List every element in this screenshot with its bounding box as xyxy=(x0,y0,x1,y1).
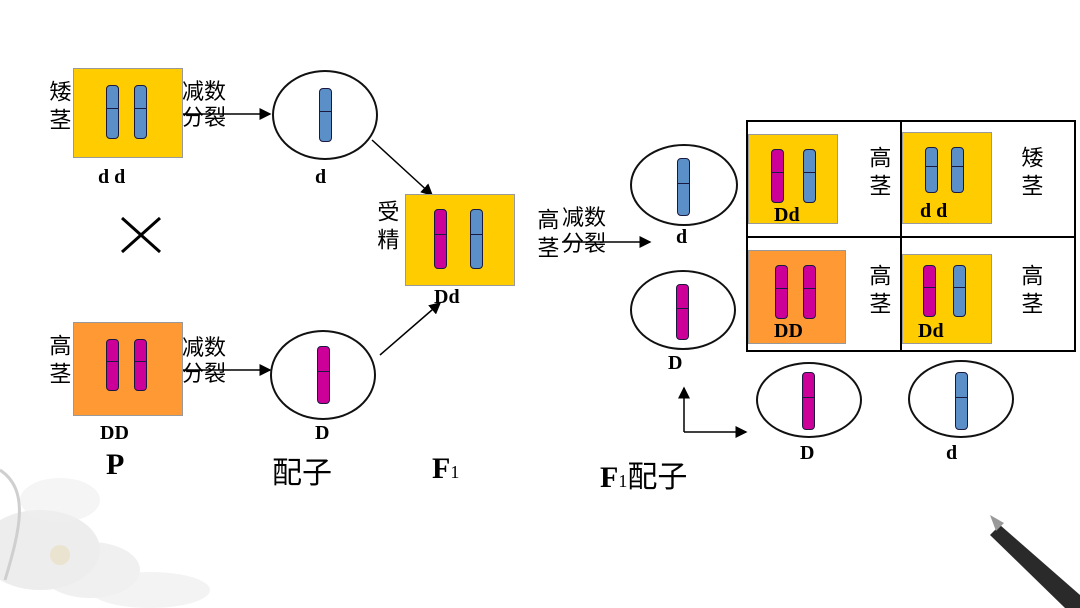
chromosome-D xyxy=(434,209,447,269)
parent-tall-phenotype: 高茎 xyxy=(44,334,71,390)
chromosome-d xyxy=(106,85,119,139)
label-f1-subscript: 1 xyxy=(450,462,460,482)
f1-gamete-label-d: d xyxy=(676,226,688,248)
punnett-square xyxy=(746,120,1076,352)
f1-box xyxy=(405,194,515,286)
label-f1-gamete-letter: F xyxy=(600,461,619,494)
label-p: P xyxy=(106,448,125,481)
punnett-cell-2-genotype: d d xyxy=(920,200,948,222)
cross-symbol-stroke-2 xyxy=(120,216,162,254)
pen-decoration xyxy=(990,515,1080,608)
parent-short-genotype: d d xyxy=(98,166,126,188)
arrow-gamete-d-to-f1 xyxy=(371,139,434,197)
f1-gamete-cell-D xyxy=(630,270,736,350)
chromosome-D xyxy=(134,339,147,391)
fertilization-label: 受精 xyxy=(373,200,399,256)
chromosome-D xyxy=(676,284,689,340)
punnett-cell-1-box xyxy=(748,134,838,224)
punnett-cell-3-phenotype: 高茎 xyxy=(865,264,891,320)
label-gamete: 配子 xyxy=(272,456,332,491)
f1-gamete-cell-d xyxy=(630,144,738,226)
f1-meiosis-label: 减数分裂 xyxy=(562,206,618,259)
chromosome-D xyxy=(771,149,784,203)
chromosome-D xyxy=(317,346,330,404)
parent-short-box xyxy=(73,68,183,158)
punnett-cell-4-box xyxy=(902,254,992,344)
label-f1-gamete-subscript: 1 xyxy=(618,471,628,491)
parent-tall-genotype: DD xyxy=(100,422,129,444)
chromosome-D xyxy=(923,265,936,317)
chromosome-D xyxy=(802,372,815,430)
meiosis-label-bottom: 减数分裂 xyxy=(182,336,238,389)
f1-gamete-label-D: D xyxy=(668,352,683,374)
chromosome-d xyxy=(803,149,816,203)
chromosome-d xyxy=(951,147,964,193)
chromosome-d xyxy=(677,158,690,216)
chromosome-D xyxy=(106,339,119,391)
arrow-gamete-D-to-f1 xyxy=(379,302,442,356)
f1-gamete-label-d-bottom: d xyxy=(946,442,958,464)
punnett-cell-4-genotype: Dd xyxy=(918,320,944,342)
punnett-cell-4-phenotype: 高茎 xyxy=(1017,264,1043,320)
chromosome-d xyxy=(953,265,966,317)
parent-tall-box xyxy=(73,322,183,416)
chromosome-D xyxy=(775,265,788,319)
f1-phenotype: 高茎 xyxy=(533,208,559,264)
f1-genotype: Dd xyxy=(434,286,460,308)
punnett-cell-1-genotype: Dd xyxy=(774,204,800,226)
meiosis-text: 减数分裂 xyxy=(182,80,227,132)
label-f1-gamete: F1配子 xyxy=(600,452,687,496)
chromosome-d xyxy=(925,147,938,193)
punnett-cell-3-box xyxy=(748,250,846,344)
meiosis-label-top: 减数分裂 xyxy=(182,80,238,133)
label-f1-gamete-word: 配子 xyxy=(627,460,688,495)
f1-gamete-label-D-bottom: D xyxy=(800,442,815,464)
gamete-label-d: d xyxy=(315,166,327,188)
punnett-cell-1-phenotype: 高茎 xyxy=(865,146,891,202)
f1-gamete-cell-d-bottom xyxy=(908,360,1014,438)
parent-short-phenotype: 矮茎 xyxy=(45,80,71,136)
chromosome-d xyxy=(134,85,147,139)
punnett-cell-3-genotype: DD xyxy=(774,320,803,342)
chromosome-d xyxy=(319,88,332,142)
gamete-cell-d xyxy=(272,70,378,160)
chromosome-d xyxy=(470,209,483,269)
punnett-divider-horizontal xyxy=(748,236,1074,238)
meiosis-text: 减数分裂 xyxy=(182,336,227,388)
gamete-label-D: D xyxy=(315,422,330,444)
meiosis-text: 减数分裂 xyxy=(562,206,607,258)
f1-gamete-cell-D-bottom xyxy=(756,362,862,438)
punnett-cell-2-box xyxy=(902,132,992,224)
punnett-cell-2-phenotype: 矮茎 xyxy=(1017,146,1043,202)
gamete-cell-D xyxy=(270,330,376,420)
chromosome-D xyxy=(803,265,816,319)
flower-decoration xyxy=(0,468,210,608)
chromosome-d xyxy=(955,372,968,430)
label-f1: F1 xyxy=(432,452,459,486)
label-f1-letter: F xyxy=(432,452,451,485)
